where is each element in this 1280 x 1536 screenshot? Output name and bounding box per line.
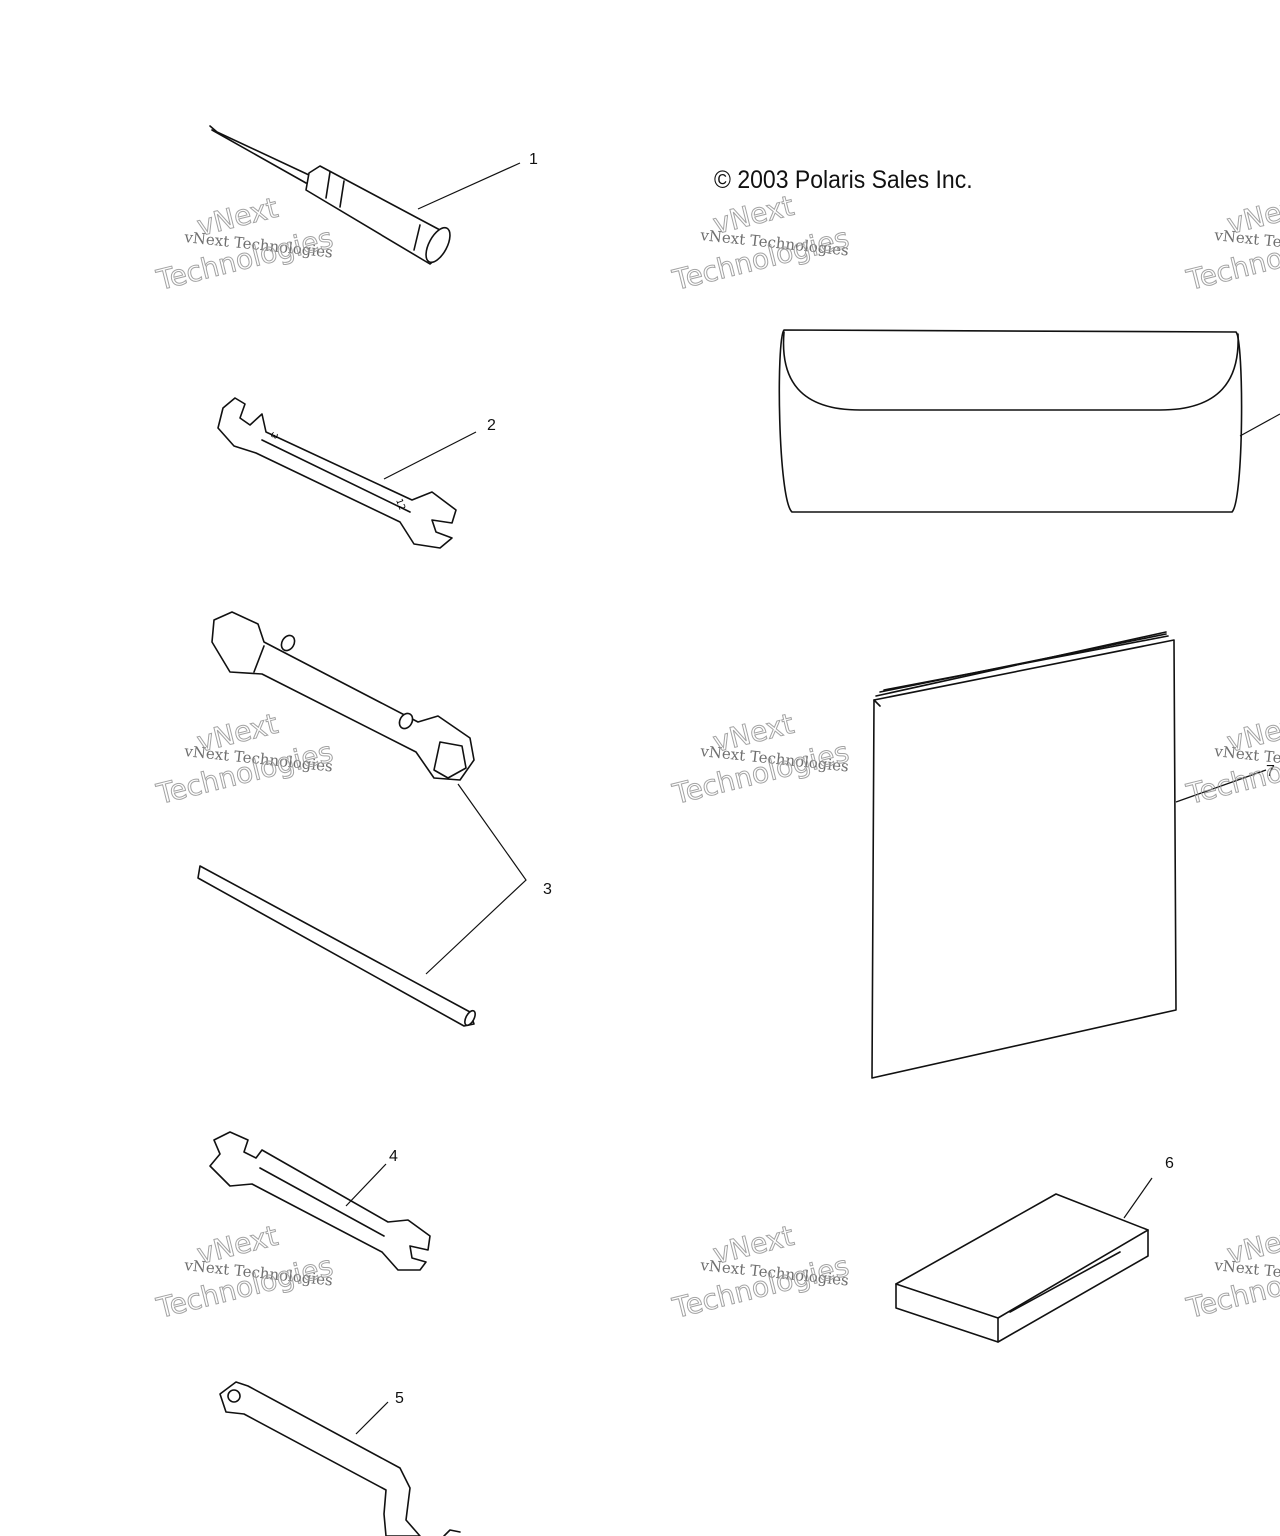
callout-3: 3 xyxy=(543,881,552,898)
callout-1: 1 xyxy=(529,151,538,168)
leader-line-3 xyxy=(425,783,527,975)
leader-line-5 xyxy=(355,1401,389,1435)
booklet-icon xyxy=(895,1193,1149,1343)
svg-text:Technologies: Technologies xyxy=(153,1249,336,1325)
watermark-top-center: vNext Technologies vNext Technologies xyxy=(668,188,852,297)
callout-5: 5 xyxy=(395,1390,404,1407)
watermark-bottom-right: vNext Technologies vNext Technologies xyxy=(1182,1218,1280,1325)
open-end-wrench-icon xyxy=(209,1131,431,1271)
leader-line-pouch xyxy=(1239,413,1280,437)
svg-text:12: 12 xyxy=(393,498,406,512)
watermark-top-right: vNext Technologies vNext Technologies xyxy=(1182,188,1280,297)
callout-7: 7 xyxy=(1266,763,1275,780)
callout-4: 4 xyxy=(389,1148,398,1165)
callout-2: 2 xyxy=(487,417,496,434)
copyright-notice: © 2003 Polaris Sales Inc. xyxy=(714,166,973,194)
svg-text:ω: ω xyxy=(269,430,280,442)
tool-pouch-icon xyxy=(778,329,1243,513)
watermark-bottom-center: vNext Technologies vNext Technologies xyxy=(668,1218,852,1325)
leader-line-2 xyxy=(383,431,477,480)
watermark-middle-left: vNext Technologies vNext Technologies xyxy=(152,706,336,811)
svg-text:Technologies: Technologies xyxy=(153,221,336,297)
leader-line-4 xyxy=(345,1163,387,1207)
svg-text:Technologies: Technologies xyxy=(669,1249,852,1325)
leader-line-6 xyxy=(1123,1177,1153,1219)
watermark-middle-center: vNext Technologies vNext Technologies xyxy=(668,706,852,811)
leader-line-1 xyxy=(417,162,521,210)
watermark-top-left: vNext Technologies vNext Technologies xyxy=(152,190,336,297)
callout-6: 6 xyxy=(1165,1155,1174,1172)
owners-manual-icon xyxy=(871,631,1177,1079)
watermark-middle-right: vNext Technologies vNext Technologies xyxy=(1182,706,1280,811)
spanner-wrench-icon xyxy=(219,1381,461,1536)
screwdriver-icon xyxy=(209,125,451,265)
watermark-bottom-left: vNext Technologies vNext Technologies xyxy=(152,1218,336,1325)
spark-plug-socket-wrench-icon xyxy=(197,611,476,1027)
leader-line-7 xyxy=(1175,769,1267,803)
open-end-wrench-icon: ω 12 xyxy=(217,397,457,549)
